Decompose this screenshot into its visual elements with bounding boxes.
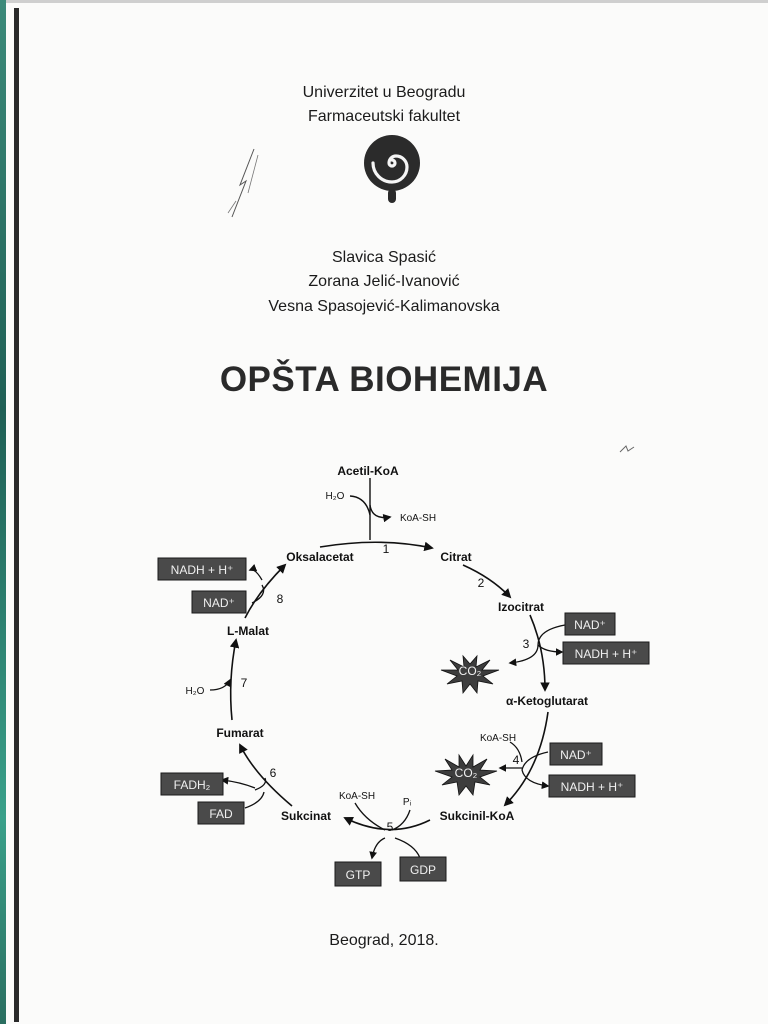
metabolite-label: Sukcinil-KoA <box>440 809 515 823</box>
faculty-logo-icon <box>364 135 420 203</box>
cofactor-label: H₂O <box>326 491 345 502</box>
binding-line <box>14 8 19 1022</box>
author-name: Slavica Spasić <box>331 249 437 266</box>
svg-text:FADH₂: FADH₂ <box>174 778 211 792</box>
cofactor-box: NAD⁺ <box>549 742 603 766</box>
metabolite-label: Oksalacetat <box>286 550 353 564</box>
svg-text:FAD: FAD <box>209 807 233 821</box>
metabolite-label: α-Ketoglutarat <box>506 694 588 708</box>
svg-text:CO₂: CO₂ <box>459 664 482 678</box>
cofactor-label: Pᵢ <box>403 797 412 808</box>
stray-mark <box>619 445 635 453</box>
cofactor-label: KoA-SH <box>339 791 375 802</box>
cofactor-box: GDP <box>399 856 447 882</box>
metabolite-label: Acetil-KoA <box>337 464 399 478</box>
co2-burst: CO₂ <box>434 753 498 796</box>
cofactor-label: H₂O <box>186 686 205 697</box>
step-number: 3 <box>523 637 530 651</box>
side-arrows <box>209 564 566 860</box>
page-top-edge <box>0 0 768 3</box>
author-name: Vesna Spasojević-Kalimanovska <box>268 298 500 315</box>
step-number: 7 <box>241 676 248 690</box>
place-and-year: Beograd, 2018. <box>329 932 439 949</box>
cofactor-box: GTP <box>334 861 382 887</box>
svg-text:NAD⁺: NAD⁺ <box>203 596 235 610</box>
svg-text:NADH + H⁺: NADH + H⁺ <box>171 563 234 577</box>
svg-text:NADH + H⁺: NADH + H⁺ <box>575 647 638 661</box>
cofactor-label: KoA-SH <box>400 513 436 524</box>
cofactor-box: FADH₂ <box>160 772 224 796</box>
university-name: Univerzitet u Beogradu <box>302 84 466 101</box>
book-title: OPŠTA BIOHEMIJA <box>219 360 549 399</box>
cycle-arrows <box>229 541 550 831</box>
svg-text:NADH + H⁺: NADH + H⁺ <box>561 780 624 794</box>
svg-text:NAD⁺: NAD⁺ <box>574 618 606 632</box>
step-number: 6 <box>270 766 277 780</box>
author-name: Zorana Jelić-Ivanović <box>308 273 460 290</box>
step-number: 4 <box>513 753 520 767</box>
acetyl-coa-entry <box>349 478 392 540</box>
book-spine-stripe <box>0 0 6 1024</box>
cofactor-box: FAD <box>197 801 245 825</box>
step-number: 8 <box>277 592 284 606</box>
pencil-scribble <box>227 148 259 218</box>
cofactor-box: NADH + H⁺ <box>548 774 636 798</box>
co2-burst: CO₂ <box>440 654 500 695</box>
metabolite-label: L-Malat <box>227 624 269 638</box>
metabolite-label: Sukcinat <box>281 809 331 823</box>
svg-text:NAD⁺: NAD⁺ <box>560 748 592 762</box>
metabolite-label: Izocitrat <box>498 600 544 614</box>
svg-text:GDP: GDP <box>410 863 436 877</box>
svg-text:GTP: GTP <box>346 868 371 882</box>
cofactor-box: NAD⁺ <box>191 590 247 614</box>
cofactor-box: NADH + H⁺ <box>562 641 650 665</box>
metabolite-label: Citrat <box>440 550 471 564</box>
cofactor-box: NADH + H⁺ <box>157 557 247 581</box>
cofactor-box: NAD⁺ <box>564 612 616 636</box>
cofactor-label: KoA-SH <box>480 733 516 744</box>
step-number: 2 <box>478 576 485 590</box>
step-number: 1 <box>383 542 390 556</box>
metabolite-label: Fumarat <box>216 726 263 740</box>
faculty-name: Farmaceutski fakultet <box>307 108 461 125</box>
svg-text:CO₂: CO₂ <box>455 766 478 780</box>
step-number: 5 <box>387 820 394 834</box>
